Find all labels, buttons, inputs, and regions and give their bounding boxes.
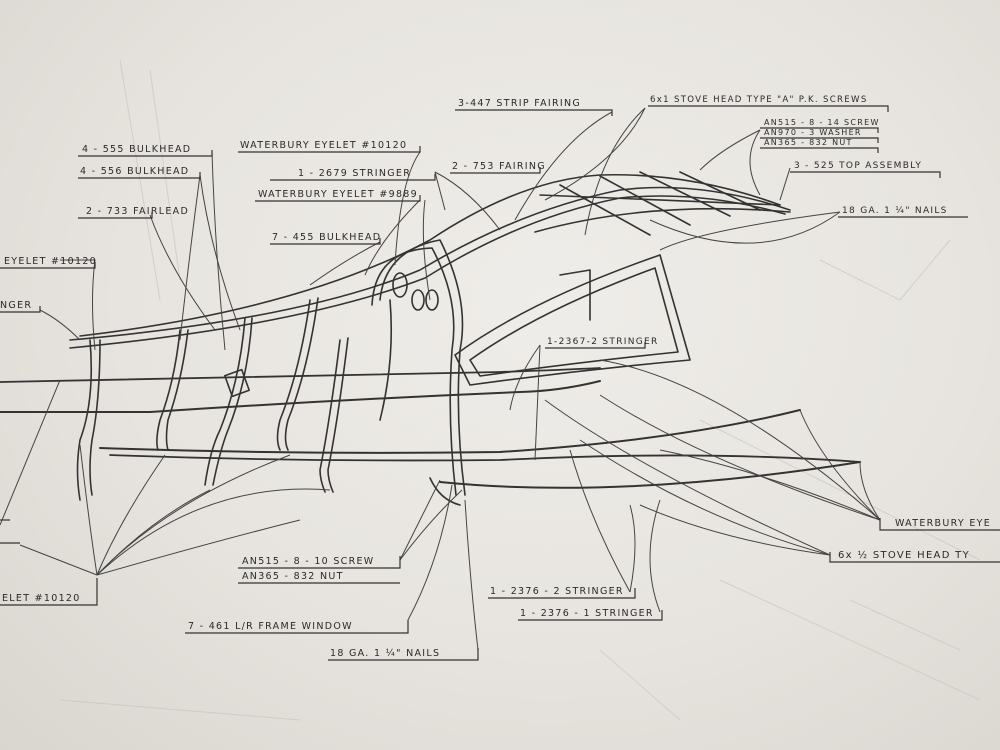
label-bulkhead-555: 4 - 555 BULKHEAD — [82, 144, 191, 155]
label-waterbury-eyelet-right: WATERBURY EYE — [895, 518, 991, 529]
label-top-assembly: 3 - 525 TOP ASSEMBLY — [794, 161, 922, 171]
label-an515-8-14-screw: AN515 - 8 - 14 SCREW — [764, 118, 880, 127]
callout-labels: 3-447 STRIP FAIRING 6x1 STOVE HEAD TYPE … — [0, 95, 991, 659]
label-stringer-2367-2: 1-2367-2 STRINGER — [547, 337, 659, 347]
label-fairlead: 2 - 733 FAIRLEAD — [86, 206, 189, 217]
fuselage-frame-structure — [0, 171, 861, 506]
label-nails-top: 18 GA. 1 ¼" NAILS — [842, 206, 948, 216]
label-stringer-2376-1: 1 - 2376 - 1 STRINGER — [520, 608, 654, 619]
label-waterbury-eyelet-9889: WATERBURY EYELET #9889 — [258, 189, 418, 200]
label-bulkhead-556: 4 - 556 BULKHEAD — [80, 166, 189, 177]
label-waterbury-eyelet-10120: WATERBURY EYELET #10120 — [240, 140, 407, 151]
label-stringer-2679: 1 - 2679 STRINGER — [298, 168, 411, 179]
label-bulkhead-455: 7 - 455 BULKHEAD — [272, 232, 381, 243]
label-stove-head-screws: 6x1 STOVE HEAD TYPE "A" P.K. SCREWS — [650, 95, 868, 105]
label-stringer-2376-2: 1 - 2376 - 2 STRINGER — [490, 586, 624, 597]
callout-brackets — [0, 105, 1000, 661]
bleed-through-lines — [59, 59, 981, 721]
label-eyelet-bottom-left: ELET #10120 — [2, 593, 81, 604]
label-eyelet-left: EYELET #10120 — [4, 256, 97, 267]
label-strip-fairing: 3-447 STRIP FAIRING — [458, 98, 581, 109]
label-stove-head-right: 6x ½ STOVE HEAD TY — [838, 549, 970, 561]
label-an970-3-washer: AN970 - 3 WASHER — [764, 128, 862, 137]
label-nails-bottom: 18 GA. 1 ¼" NAILS — [330, 648, 440, 659]
label-stringer-left: NGER — [0, 300, 32, 311]
label-frame-window: 7 - 461 L/R FRAME WINDOW — [188, 621, 353, 632]
leader-lines — [0, 107, 881, 651]
label-an365-832-nut-low: AN365 - 832 NUT — [242, 571, 344, 582]
label-an365-832-nut-top: AN365 - 832 NUT — [764, 138, 853, 147]
label-an515-8-10-screw: AN515 - 8 - 10 SCREW — [242, 556, 375, 567]
label-fairing-753: 2 - 753 FAIRING — [452, 161, 546, 172]
